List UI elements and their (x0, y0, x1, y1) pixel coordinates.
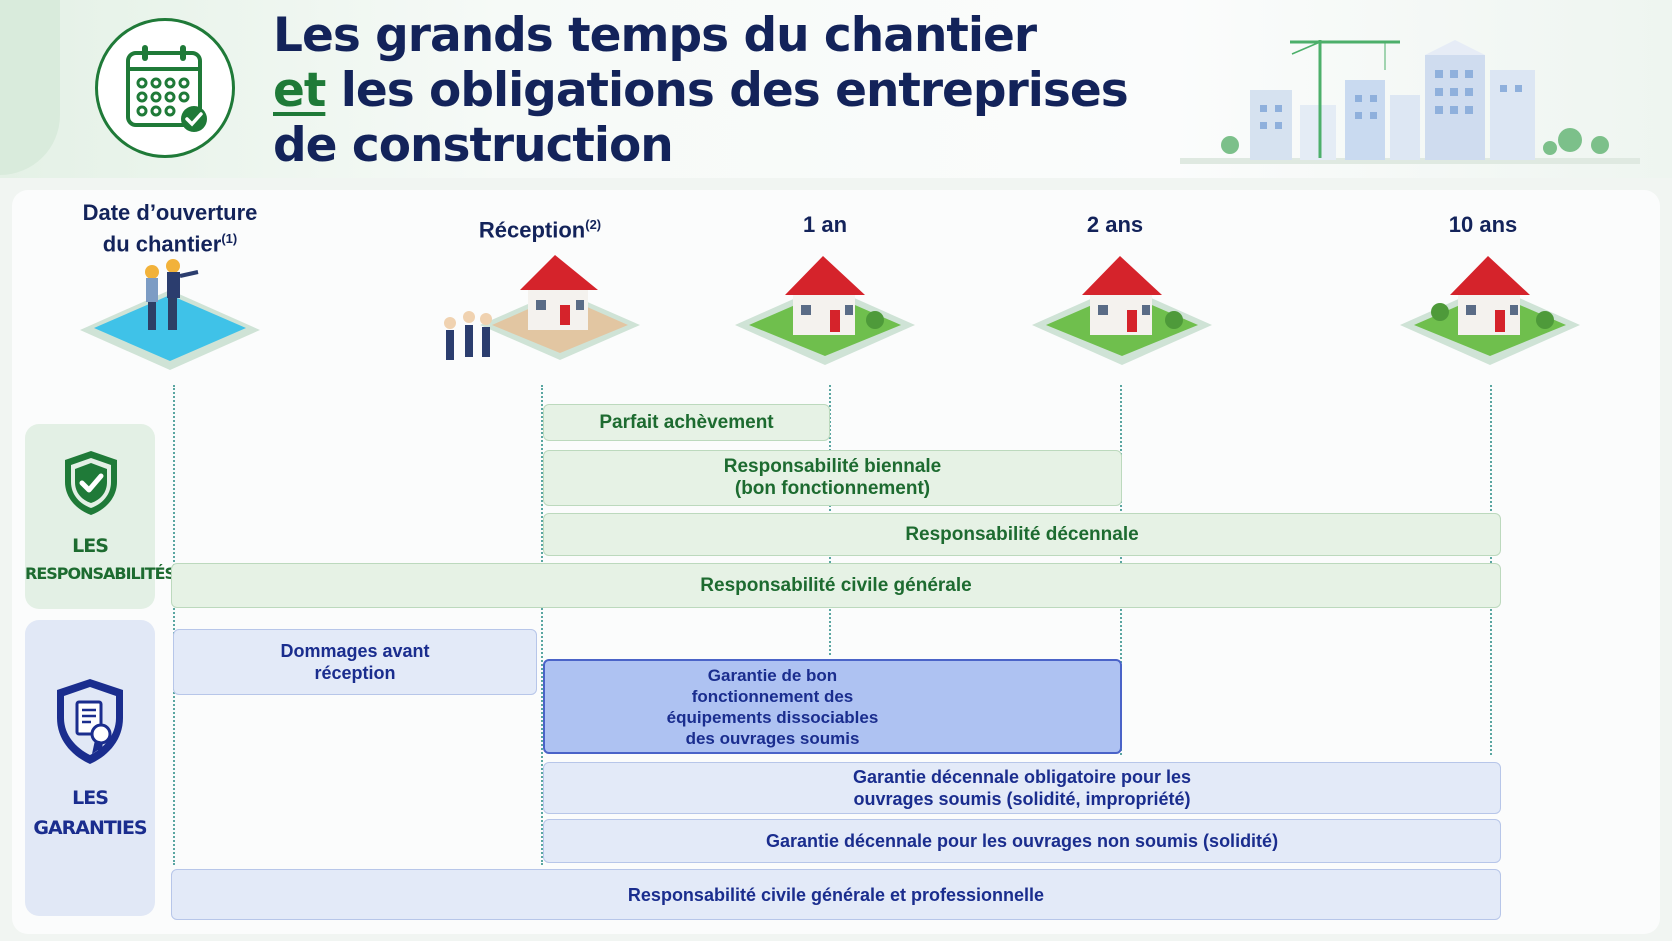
milestone-2-ans: 2 ans (1086, 212, 1144, 237)
shield-check-icon (65, 451, 117, 515)
title-line-1: Les grands temps du chantier (273, 8, 1037, 63)
bar-responsabilite-biennale: Responsabilité biennale(bon fonctionneme… (543, 450, 1122, 506)
bar-parfait-achevement: Parfait achèvement (543, 404, 830, 441)
title-line-2: les obligations des entreprises (325, 63, 1129, 118)
section-gar-line2: GARANTIES (33, 817, 147, 839)
city-construction-illustration (1180, 40, 1640, 164)
milestone-1-an: 1 an (802, 212, 848, 237)
milestone-10-ans: 10 ans (1448, 212, 1518, 237)
header-banner: Les grands temps du chantier et les obli… (0, 0, 1672, 178)
calendar-badge (95, 18, 235, 158)
section-gar-line1: LES (72, 787, 109, 809)
milestone-line-reception (541, 385, 543, 865)
milestone-line-ouverture (173, 385, 175, 865)
house-reception-illustration (444, 255, 640, 360)
section-garanties: LES GARANTIES (25, 620, 155, 916)
header-decoration (0, 0, 60, 175)
bar-rc-generale-professionnelle: Responsabilité civile générale et profes… (171, 869, 1501, 920)
milestone-ouverture: Date d’ouverture du chantier(1) (82, 200, 258, 257)
bar-responsabilite-civile-generale: Responsabilité civile générale (171, 563, 1501, 608)
house-1-an-illustration (735, 256, 915, 365)
milestone-reception: Réception(2) (478, 217, 602, 243)
section-resp-line1: LES (72, 535, 109, 557)
shield-document-icon (57, 679, 123, 764)
bar-responsabilite-decennale: Responsabilité décennale (543, 513, 1501, 556)
title-line-3: de construction (273, 118, 674, 173)
section-responsabilites: LES RESPONSABILITÉS (25, 424, 176, 609)
section-resp-line2: RESPONSABILITÉS (25, 564, 176, 583)
page-title: Les grands temps du chantier et les obli… (273, 8, 1173, 173)
house-10-ans-illustration (1400, 256, 1580, 365)
house-2-ans-illustration (1032, 256, 1212, 365)
construction-site-illustration (80, 259, 260, 370)
bar-garantie-bon-fonctionnement: Garantie de bon fonctionnement des équip… (543, 659, 1122, 754)
bar-garantie-decennale-non-soumis: Garantie décennale pour les ouvrages non… (543, 819, 1501, 863)
title-highlight: et (273, 63, 326, 118)
calendar-check-icon (126, 45, 207, 132)
